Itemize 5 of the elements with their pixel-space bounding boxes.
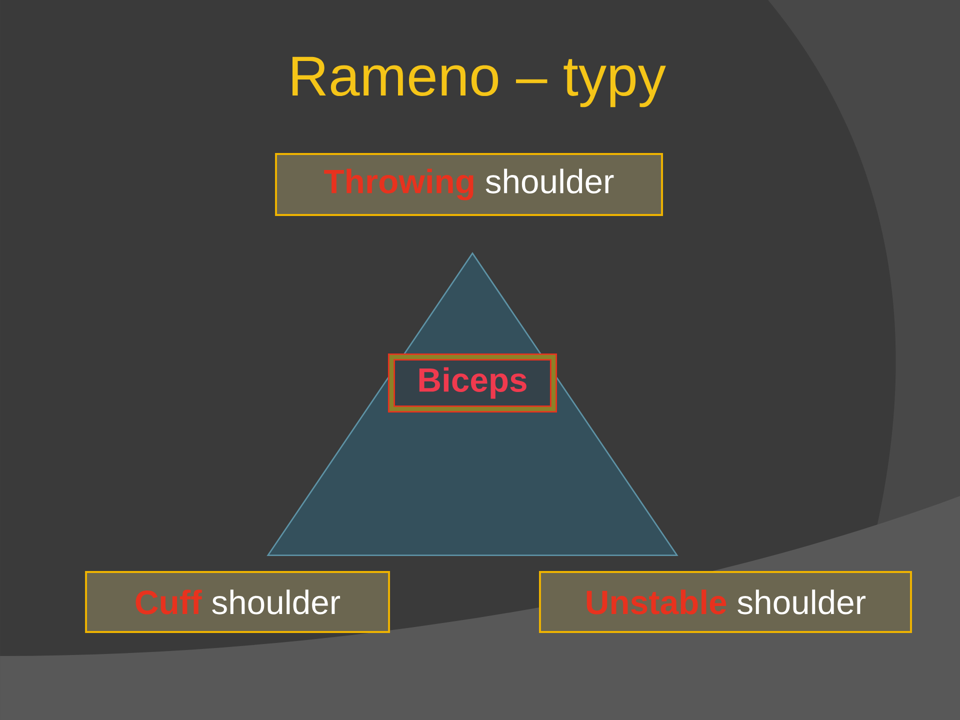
biceps-box: Biceps [388, 353, 557, 412]
shoulder-type-box: Throwing shoulder [275, 153, 663, 216]
shoulder-type-box: Unstable shoulder [539, 571, 912, 633]
shoulder-type-box: Cuff shoulder [85, 571, 390, 633]
title: Rameno – typy [292, 56, 666, 108]
